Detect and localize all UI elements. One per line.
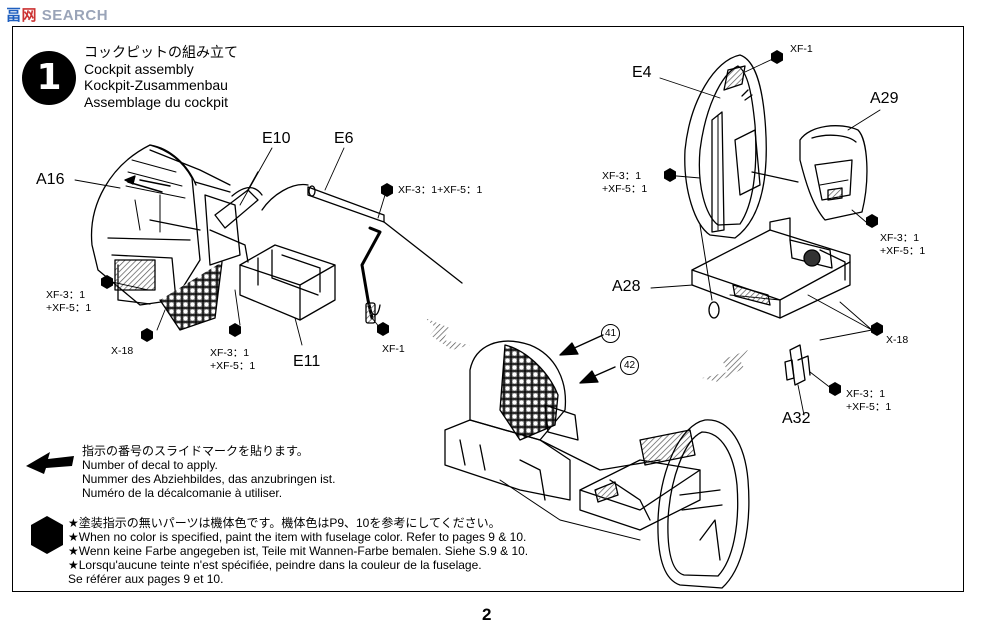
paint-xf3: XF-3：1 bbox=[46, 289, 86, 301]
paint-callout-x18-right: X-18 bbox=[886, 334, 909, 346]
watermark-part3: SEARCH bbox=[41, 7, 109, 24]
paint-callout-e6: XF-3：1+XF-5：1 bbox=[398, 184, 483, 196]
page-frame bbox=[12, 26, 964, 592]
part-a28-drawing bbox=[691, 217, 851, 319]
paint-callout-e11: XF-3：1 +XF-5：1 bbox=[210, 347, 255, 372]
paint-hex-icon bbox=[377, 322, 389, 336]
legend-decal-de: Nummer des Abziehbildes, das anzubringen… bbox=[82, 472, 336, 486]
paint-callout-e4: XF-3：1 +XF-5：1 bbox=[602, 170, 647, 195]
step-number-badge: 1 bbox=[22, 51, 76, 105]
part-label-a16: A16 bbox=[36, 171, 65, 188]
part-label-e6: E6 bbox=[334, 130, 354, 147]
legend-color-ja: ★塗装指示の無いパーツは機体色です。機体色はP9、10を参考にしてください。 bbox=[68, 516, 501, 530]
part-label-a29: A29 bbox=[870, 90, 899, 107]
legend-color-fr2: Se référer aux pages 9 et 10. bbox=[68, 572, 224, 586]
paint-hex-icon bbox=[771, 50, 783, 64]
legend-decal-en: Number of decal to apply. bbox=[82, 458, 218, 472]
assembled-cockpit-drawing bbox=[444, 340, 750, 589]
decal-number-41: 41 bbox=[601, 324, 620, 343]
watermark: 畐网 SEARCH bbox=[6, 4, 108, 25]
step-title-fr: Assemblage du cockpit bbox=[84, 93, 228, 110]
paint-hex-icon bbox=[829, 382, 841, 396]
step-title-de: Kockpit-Zusammenbau bbox=[84, 77, 228, 93]
decal-arrow-icon bbox=[26, 452, 74, 474]
paint-xf3: XF-3：1 bbox=[880, 232, 920, 244]
paint-hex-icon bbox=[229, 323, 241, 337]
legend-decal: 指示の番号のスライドマークを貼ります。 Number of decal to a… bbox=[82, 444, 335, 500]
paint-hex-icon bbox=[101, 275, 113, 289]
part-label-e11: E11 bbox=[293, 353, 321, 370]
part-a32-drawing bbox=[784, 344, 811, 386]
watermark-part1: 畐 bbox=[6, 7, 22, 24]
legend-color-en: ★When no color is specified, paint the i… bbox=[68, 530, 527, 544]
part-e11-drawing bbox=[239, 244, 336, 321]
paint-hex-icon bbox=[664, 168, 676, 182]
legend-color-de: ★Wenn keine Farbe angegeben ist, Teile m… bbox=[68, 544, 529, 558]
legend-decal-fr: Numéro de la décalcomanie à utiliser. bbox=[82, 486, 283, 500]
step-title: コックピットの組み立て Cockpit assembly Kockpit-Zus… bbox=[84, 44, 238, 110]
paint-hex-icon bbox=[866, 214, 878, 228]
part-label-e10: E10 bbox=[262, 130, 291, 147]
paint-xf5: +XF-5：1 bbox=[210, 359, 256, 372]
part-label-a28: A28 bbox=[612, 278, 641, 295]
part-e4-drawing bbox=[684, 54, 767, 239]
paint-xf5: +XF-5：1 bbox=[846, 400, 892, 413]
left-cockpit-frame-drawing bbox=[90, 144, 241, 331]
part-label-a32: A32 bbox=[782, 410, 811, 427]
legend-color-fr1: ★Lorsqu'aucune teinte n'est spécifiée, p… bbox=[68, 558, 482, 572]
paint-hex-icon bbox=[141, 328, 153, 342]
paint-hex-icon bbox=[871, 322, 883, 336]
paint-xf5: +XF-5：1 bbox=[46, 301, 92, 314]
paint-hex-icon bbox=[381, 183, 393, 197]
part-e6-drawing bbox=[261, 183, 463, 324]
legend-color: ★塗装指示の無いパーツは機体色です。機体色はP9、10を参考にしてください。 ★… bbox=[68, 516, 528, 586]
assembly-arrow-left bbox=[425, 318, 470, 350]
paint-callout-xf1-handle: XF-1 bbox=[382, 343, 405, 355]
paint-xf5: +XF-5：1 bbox=[602, 182, 648, 195]
step-title-ja: コックピットの組み立て bbox=[84, 44, 238, 60]
paint-callout-a29: XF-3：1 +XF-5：1 bbox=[880, 232, 925, 257]
paint-callout-x18-left: X-18 bbox=[111, 345, 134, 357]
decal-number-42: 42 bbox=[620, 356, 639, 375]
paint-xf3: XF-3：1 bbox=[846, 388, 886, 400]
assembly-arrow-right bbox=[702, 350, 748, 382]
step-title-en: Cockpit assembly bbox=[84, 60, 194, 77]
watermark-part2: 网 bbox=[21, 7, 38, 24]
part-label-e4: E4 bbox=[632, 64, 652, 81]
paint-callout-a16: XF-3：1 +XF-5：1 bbox=[46, 289, 91, 314]
paint-hex-large-icon bbox=[31, 516, 63, 554]
paint-xf5: +XF-5：1 bbox=[880, 244, 926, 257]
paint-callout-a32: XF-3：1 +XF-5：1 bbox=[846, 388, 891, 413]
paint-callout-xf1-e4: XF-1 bbox=[790, 43, 813, 55]
paint-xf3: XF-3：1 bbox=[210, 347, 250, 359]
page-number: 2 bbox=[482, 605, 492, 624]
part-a29-drawing bbox=[799, 125, 868, 221]
legend-decal-ja: 指示の番号のスライドマークを貼ります。 bbox=[82, 444, 309, 458]
paint-xf3: XF-3：1 bbox=[602, 170, 642, 182]
